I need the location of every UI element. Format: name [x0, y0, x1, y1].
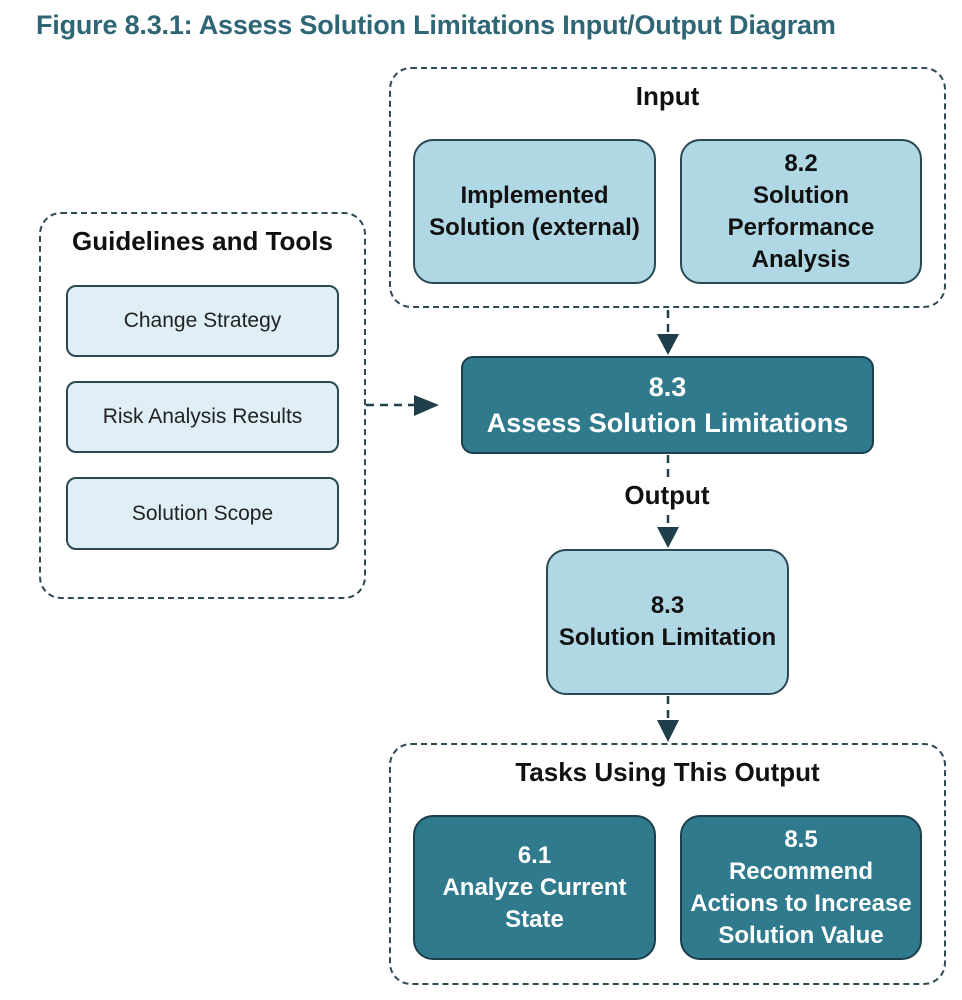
tasks-using-group: Tasks Using This Output — [389, 743, 946, 985]
input-line: 8.2 — [784, 149, 818, 177]
input-implemented-solution: Implemented Solution (external) — [413, 139, 656, 284]
task-line: Actions to Increase — [690, 889, 912, 917]
task-line: Recommend — [728, 857, 874, 885]
input-line: Solution — [753, 181, 849, 209]
guidelines-group: Guidelines and Tools — [39, 212, 366, 599]
task-name: Assess Solution Limitations — [486, 408, 849, 438]
arrowhead-tasks — [657, 720, 679, 742]
arrowhead-guidelines — [414, 395, 439, 416]
task-assess-solution-limitations: 8.3 Assess Solution Limitations — [461, 356, 874, 454]
tasks-using-label: Tasks Using This Output — [515, 757, 820, 787]
task-number: 8.3 — [648, 372, 687, 402]
output-number: 8.3 — [650, 592, 685, 619]
input-label: Input — [635, 81, 700, 111]
task-line: Solution Value — [718, 921, 884, 949]
guideline-change-strategy: Change Strategy — [66, 285, 339, 357]
figure-title: Figure 8.3.1: Assess Solution Limitation… — [36, 10, 836, 40]
guidelines-label: Guidelines and Tools — [72, 226, 333, 256]
output-solution-limitation: 8.3 Solution Limitation — [546, 549, 789, 695]
output-name: Solution Limitation — [558, 624, 777, 651]
input-line: Solution (external) — [429, 213, 640, 241]
task-line: State — [505, 905, 564, 933]
task-line: 6.1 — [517, 841, 552, 869]
task-line: Analyze Current — [442, 873, 627, 901]
input-line: Analysis — [751, 245, 851, 273]
arrowhead-input — [657, 334, 679, 355]
output-label: Output — [624, 480, 710, 510]
guideline-risk-analysis-results: Risk Analysis Results — [66, 381, 339, 453]
arrowhead-output — [657, 527, 679, 548]
task-recommend-actions: 8.5 Recommend Actions to Increase Soluti… — [680, 815, 922, 960]
input-solution-performance-analysis: 8.2 Solution Performance Analysis — [680, 139, 922, 284]
input-group: Input — [389, 67, 946, 308]
input-line: Performance — [727, 213, 875, 241]
guideline-solution-scope: Solution Scope — [66, 477, 339, 550]
input-line: Implemented — [460, 181, 609, 209]
task-analyze-current-state: 6.1 Analyze Current State — [413, 815, 656, 960]
task-line: 8.5 — [784, 825, 818, 853]
